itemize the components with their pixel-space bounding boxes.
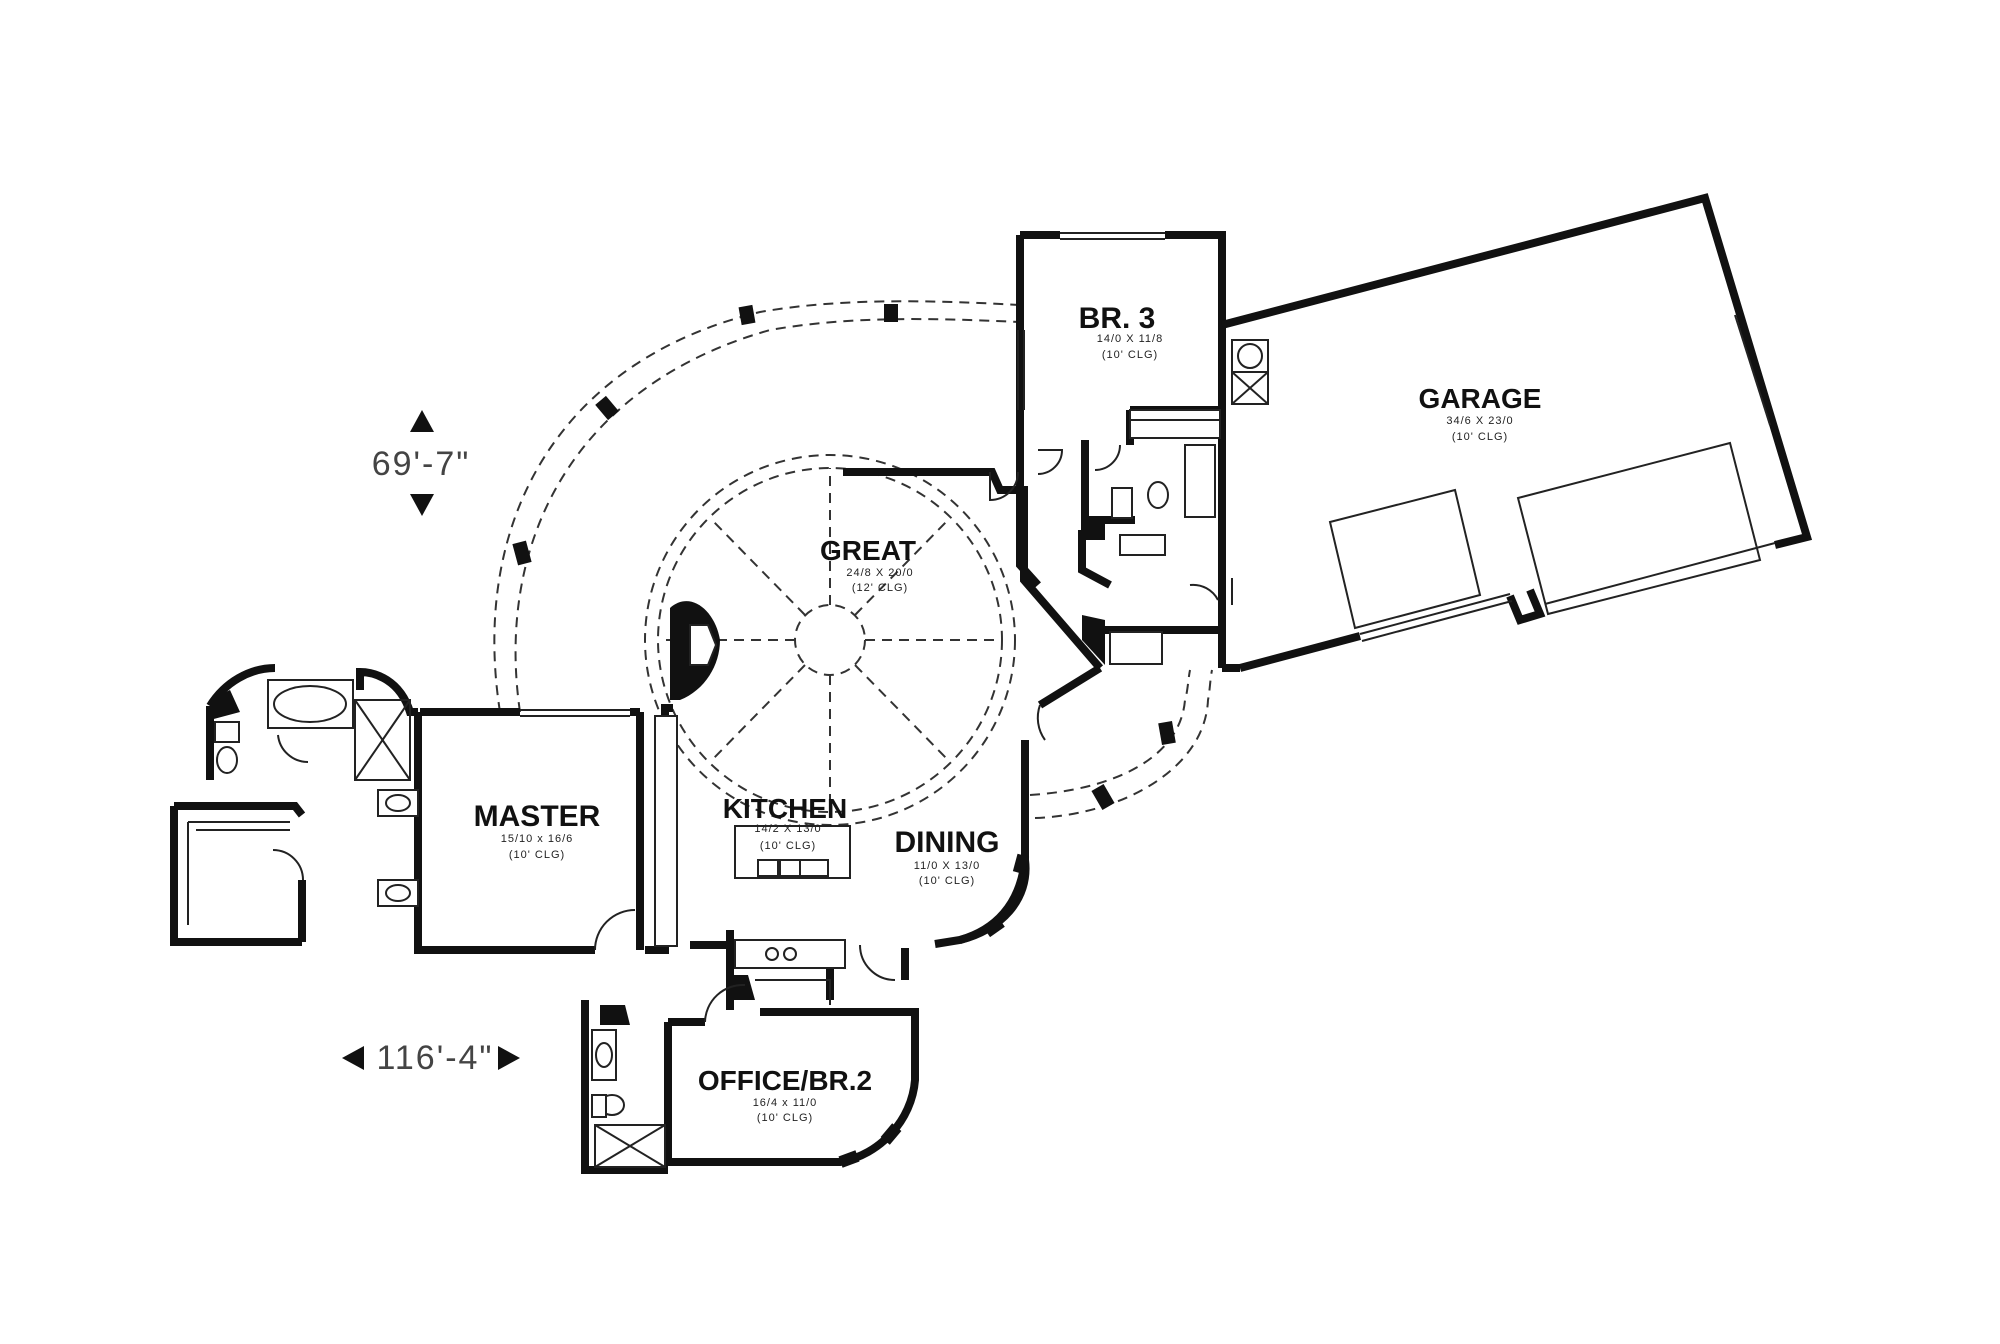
room-size-br3: 14/0 X 11/8 bbox=[1097, 333, 1163, 345]
dining-curved-wall bbox=[958, 853, 1030, 944]
fireplace bbox=[670, 601, 720, 700]
walk-in-closet bbox=[187, 821, 290, 925]
room-label-master: MASTER 15/10 x 16/6 (10' CLG) bbox=[474, 800, 601, 861]
triangle-down-icon bbox=[410, 494, 434, 516]
room-label-garage: GARAGE 34/6 X 23/0 (10' CLG) bbox=[1419, 383, 1542, 443]
room-name-br3: BR. 3 bbox=[1079, 302, 1156, 335]
side-patio-outline bbox=[1029, 669, 1213, 819]
doors bbox=[272, 444, 1233, 1023]
triangle-right-icon bbox=[498, 1046, 520, 1070]
exterior-walls bbox=[170, 193, 1813, 1174]
room-label-br3: BR. 3 14/0 X 11/8 (10' CLG) bbox=[1079, 302, 1163, 361]
room-label-office: OFFICE/BR.2 16/4 x 11/0 (10' CLG) bbox=[698, 1065, 872, 1124]
room-name-office: OFFICE/BR.2 bbox=[698, 1065, 872, 1096]
depth-dimension: 69'-7" bbox=[372, 410, 471, 516]
room-name-dining: DINING bbox=[895, 826, 1000, 859]
room-size-master: 15/10 x 16/6 bbox=[501, 833, 574, 845]
br3-bath-fixtures bbox=[1082, 409, 1221, 665]
room-size-great: 24/8 X 20/0 bbox=[846, 567, 913, 579]
room-size-kitchen: 14/2 X 13/0 bbox=[754, 823, 821, 835]
kitchen-fixtures bbox=[654, 715, 851, 969]
room-clg-office: (10' CLG) bbox=[757, 1112, 813, 1124]
room-clg-great: (12' CLG) bbox=[852, 582, 908, 594]
room-clg-garage: (10' CLG) bbox=[1452, 431, 1508, 443]
room-clg-master: (10' CLG) bbox=[509, 849, 565, 861]
room-size-dining: 11/0 X 13/0 bbox=[914, 860, 980, 872]
room-size-garage: 34/6 X 23/0 bbox=[1446, 415, 1513, 427]
garage-cars bbox=[1328, 441, 1762, 630]
triangle-up-icon bbox=[410, 410, 434, 432]
width-dimension-label: 116'-4" bbox=[377, 1039, 494, 1077]
room-label-kitchen: KITCHEN 14/2 X 13/0 (10' CLG) bbox=[723, 793, 847, 852]
room-label-great: GREAT 24/8 X 20/0 (12' CLG) bbox=[820, 535, 916, 594]
width-dimension: 116'-4" bbox=[342, 1039, 520, 1077]
office-bath-fixtures bbox=[591, 975, 831, 1168]
room-clg-dining: (10' CLG) bbox=[919, 875, 975, 887]
room-name-master: MASTER bbox=[474, 800, 601, 833]
triangle-left-icon bbox=[342, 1046, 364, 1070]
office-curved-wall bbox=[785, 1048, 919, 1168]
laundry-appliances bbox=[1231, 339, 1269, 405]
depth-dimension-label: 69'-7" bbox=[372, 445, 471, 483]
windows bbox=[520, 232, 1776, 717]
room-name-great: GREAT bbox=[820, 535, 916, 566]
rear-patio-outline bbox=[493, 300, 1021, 713]
room-name-garage: GARAGE bbox=[1419, 383, 1542, 414]
room-clg-br3: (10' CLG) bbox=[1102, 349, 1158, 361]
room-name-kitchen: KITCHEN bbox=[723, 793, 847, 824]
master-bath-fixtures bbox=[210, 679, 419, 907]
room-clg-kitchen: (10' CLG) bbox=[760, 840, 816, 852]
room-size-office: 16/4 x 11/0 bbox=[753, 1097, 818, 1109]
room-label-dining: DINING 11/0 X 13/0 (10' CLG) bbox=[895, 826, 1000, 887]
